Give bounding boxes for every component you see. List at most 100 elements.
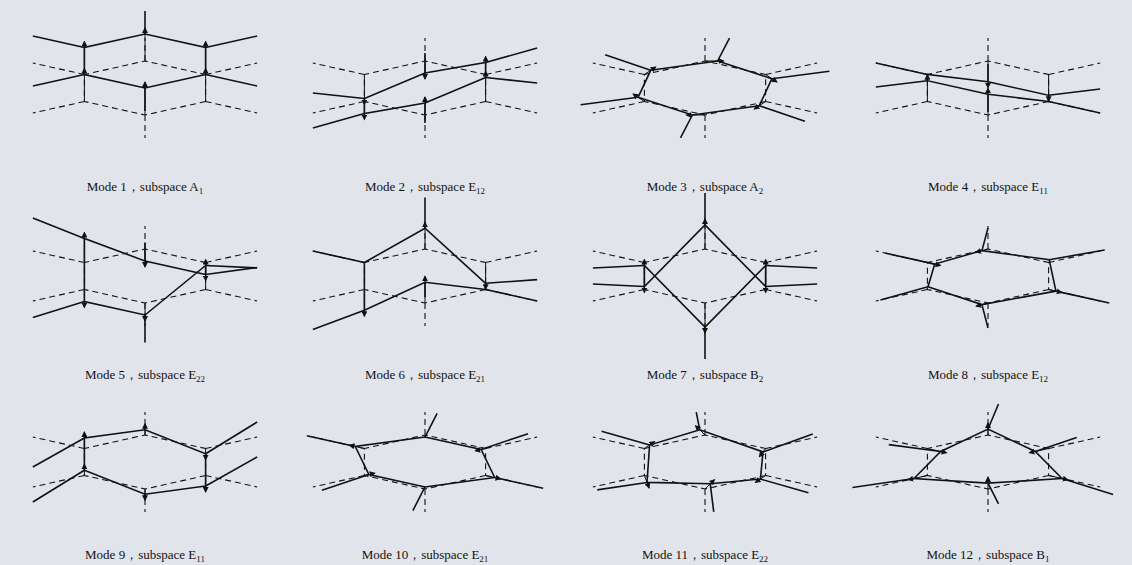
displacement-arrow xyxy=(145,82,146,115)
displaced-bond xyxy=(710,484,714,512)
displaced-bond xyxy=(1035,438,1076,452)
caption-text: Mode 11，subspace E xyxy=(642,547,759,562)
equilibrium-bond xyxy=(206,290,258,301)
equilibrium-bond xyxy=(766,476,818,487)
equilibrium-ring xyxy=(364,249,485,303)
displaced-bond xyxy=(313,310,365,329)
equilibrium-bond xyxy=(144,412,145,435)
displaced-bond xyxy=(206,266,258,268)
equilibrium-bond xyxy=(987,115,988,138)
displaced-bond xyxy=(33,75,85,86)
displacement-arrow xyxy=(485,57,486,75)
caption-text: Mode 1，subspace A xyxy=(87,179,199,194)
subspace-index: 2 xyxy=(759,186,764,196)
mode-caption: Mode 7，subspace B2 xyxy=(647,367,763,387)
displaced-bond xyxy=(313,251,365,262)
equilibrium-bond xyxy=(766,63,818,74)
equilibrium-bond xyxy=(704,115,705,138)
displaced-ring xyxy=(914,429,1062,483)
displaced-bond xyxy=(605,55,651,70)
displacement-arrow xyxy=(425,61,426,79)
displaced-bond xyxy=(486,290,538,301)
displaced-ring xyxy=(84,430,205,495)
equilibrium-bond xyxy=(144,115,145,138)
displacement-arrow xyxy=(145,489,146,500)
mode-caption: Mode 3，subspace A2 xyxy=(647,179,763,199)
displaced-bond xyxy=(413,487,425,511)
equilibrium-ring xyxy=(927,61,1048,115)
equilibrium-bond xyxy=(593,476,645,487)
displacement-arrow xyxy=(145,424,146,435)
mode-caption: Mode 5，subspace E22 xyxy=(85,367,205,387)
equilibrium-bond xyxy=(486,251,538,262)
displacement-arrow xyxy=(84,432,85,449)
displaced-bond xyxy=(885,253,935,264)
displaced-bond xyxy=(763,434,813,452)
displaced-bond xyxy=(876,81,928,87)
displacement-arrow xyxy=(1049,476,1068,480)
displaced-bond xyxy=(1062,478,1113,494)
equilibrium-bond xyxy=(766,290,818,301)
displaced-bond xyxy=(495,478,543,489)
caption-text: Mode 4，subspace E xyxy=(928,179,1039,194)
equilibrium-bond xyxy=(33,290,85,301)
displaced-bond xyxy=(982,305,988,328)
equilibrium-bond xyxy=(313,290,365,301)
caption-text: Mode 6，subspace E xyxy=(365,367,476,382)
displaced-bond xyxy=(206,75,258,86)
displacement-arrow xyxy=(425,276,426,303)
subspace-index: 1 xyxy=(199,186,204,196)
equilibrium-bond xyxy=(1049,476,1101,487)
displacement-arrow xyxy=(349,445,364,448)
displaced-bond xyxy=(597,482,647,489)
displaced-bond xyxy=(852,478,914,487)
displacement-arrow xyxy=(988,477,989,489)
equilibrium-bond xyxy=(1049,102,1101,113)
displaced-bond xyxy=(206,268,258,275)
displaced-bond xyxy=(313,114,365,128)
equilibrium-bond xyxy=(313,251,365,262)
equilibrium-bond xyxy=(593,290,645,301)
displaced-ring xyxy=(647,430,763,484)
subspace-index: 22 xyxy=(196,374,205,384)
displaced-bond xyxy=(481,434,528,450)
caption-text: Mode 10，subspace E xyxy=(362,547,480,562)
displacement-arrow xyxy=(765,263,766,293)
displaced-bond xyxy=(988,483,999,504)
displaced-bond xyxy=(206,36,258,47)
caption-text: Mode 5，subspace E xyxy=(85,367,196,382)
displaced-bond xyxy=(1056,291,1109,303)
displaced-bond xyxy=(322,474,369,490)
displacement-arrow xyxy=(927,75,928,102)
equilibrium-bond xyxy=(876,476,928,487)
displacement-arrow xyxy=(84,464,85,475)
displacement-arrow xyxy=(705,480,715,489)
displacement-arrow xyxy=(425,97,426,115)
equilibrium-bond xyxy=(593,437,645,448)
equilibrium-bond xyxy=(766,437,818,448)
displacement-arrow xyxy=(766,75,777,83)
equilibrium-bond xyxy=(313,63,365,74)
mode-caption: Mode 1，subspace A1 xyxy=(87,179,203,199)
mode-caption: Mode 10，subspace E21 xyxy=(362,547,489,565)
subspace-index: 12 xyxy=(476,186,485,196)
displacement-arrow xyxy=(705,61,724,62)
subspace-index: 22 xyxy=(759,554,768,564)
displaced-bond xyxy=(486,78,538,83)
mode-caption: Mode 8，subspace E12 xyxy=(928,367,1048,387)
displacement-arrow xyxy=(908,476,927,480)
displaced-bond xyxy=(593,266,645,268)
displacement-arrow xyxy=(705,219,706,249)
displaced-bond xyxy=(33,36,85,47)
displacement-arrow xyxy=(988,61,989,88)
displaced-bond xyxy=(581,97,638,104)
displacement-arrow xyxy=(988,88,989,115)
displacement-arrow xyxy=(759,449,765,457)
subspace-index: 11 xyxy=(1039,186,1048,196)
caption-text: Mode 8，subspace E xyxy=(928,367,1039,382)
caption-text: Mode 9，subspace E xyxy=(85,547,196,562)
equilibrium-bond xyxy=(1049,63,1101,74)
subspace-index: 21 xyxy=(476,374,485,384)
equilibrium-bond xyxy=(593,102,645,113)
